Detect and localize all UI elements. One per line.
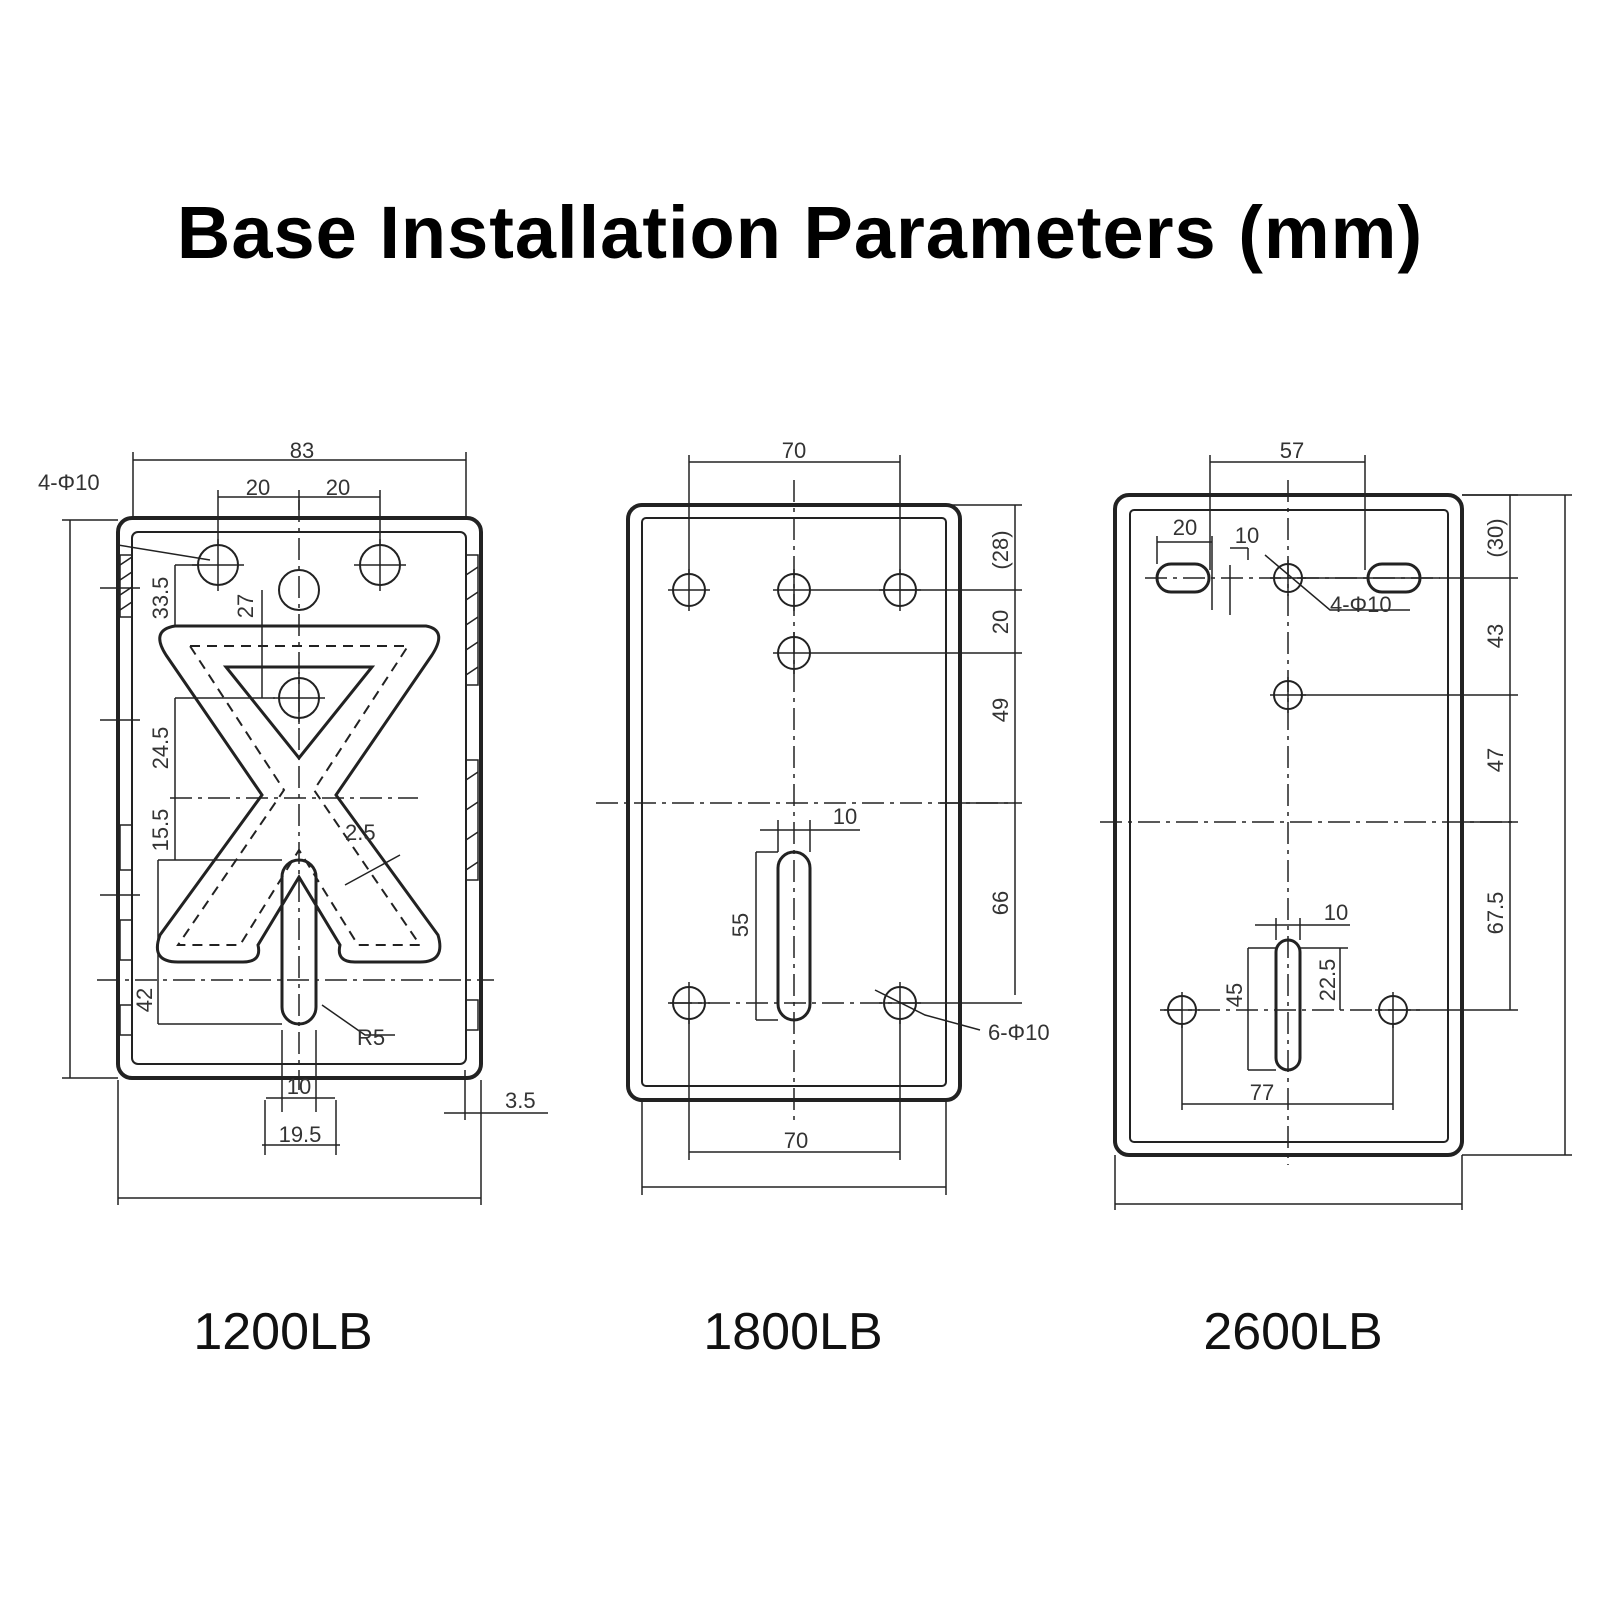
- dim-45: 45: [1222, 983, 1247, 1007]
- drawing-2600lb: 57 20 10 4-Φ10 (30) 43 47 67.5 10 45 22.…: [1100, 438, 1572, 1210]
- dim-20: 20: [988, 610, 1013, 634]
- dims-1800: [641, 455, 1022, 1195]
- dim-57: 57: [1280, 438, 1304, 463]
- drawing-1800lb: 70 (28) 20 49 66 10 55 6-Φ10 70: [596, 438, 1050, 1195]
- centerlines-1800: [596, 480, 1015, 1122]
- drawing-1200lb: 83 20 20 4-Φ10 33.5 27 24.5 15.5 42 2.5 …: [38, 438, 548, 1205]
- dim-3-5: 3.5: [505, 1088, 536, 1113]
- dim-42: 42: [132, 988, 157, 1012]
- dim-2-5: 2.5: [345, 820, 376, 845]
- dim-10: 10: [287, 1074, 311, 1099]
- dim-22-5: 22.5: [1315, 959, 1340, 1002]
- callout-4-phi10: 4-Φ10: [38, 470, 100, 495]
- dim-10-slot: 10: [1324, 900, 1348, 925]
- model-label-1800lb: 1800LB: [703, 1303, 883, 1361]
- callout-4-phi10: 4-Φ10: [1330, 592, 1392, 617]
- dim-67-5: 67.5: [1483, 892, 1508, 935]
- dim-r5: R5: [357, 1025, 385, 1050]
- dim-70-top: 70: [782, 438, 806, 463]
- model-label-1200lb: 1200LB: [193, 1303, 373, 1361]
- model-label-2600lb: 2600LB: [1203, 1303, 1383, 1361]
- dim-20-right: 20: [326, 475, 350, 500]
- dim-27: 27: [233, 594, 258, 618]
- dim-49: 49: [988, 698, 1013, 722]
- dim-43: 43: [1483, 624, 1508, 648]
- x-channel: [155, 624, 442, 964]
- hatch-bars: [119, 554, 479, 1036]
- dim-28: (28): [988, 530, 1013, 569]
- dim-77: 77: [1250, 1080, 1274, 1105]
- dim-66: 66: [988, 891, 1013, 915]
- dims-2600: [1114, 455, 1572, 1210]
- dim-15-5: 15.5: [148, 809, 173, 852]
- dim-30: (30): [1483, 518, 1508, 557]
- dim-20: 20: [1173, 515, 1197, 540]
- centerlines-1200: [97, 500, 494, 1090]
- dim-33-5: 33.5: [148, 577, 173, 620]
- plate-inner-outline: [1129, 509, 1449, 1143]
- dim-10: 10: [833, 804, 857, 829]
- dim-10-top: 10: [1235, 523, 1259, 548]
- dims-1200: [62, 452, 548, 1205]
- dim-47: 47: [1483, 748, 1508, 772]
- dim-70-bottom: 70: [784, 1128, 808, 1153]
- page-title: Base Installation Parameters (mm): [176, 191, 1424, 274]
- dim-83: 83: [290, 438, 314, 463]
- callout-6-phi10: 6-Φ10: [988, 1020, 1050, 1045]
- dim-55: 55: [728, 913, 753, 937]
- dim-19-5: 19.5: [279, 1122, 322, 1147]
- centerlines-2600: [1100, 480, 1515, 1165]
- dim-24-5: 24.5: [148, 727, 173, 770]
- dim-20-left: 20: [246, 475, 270, 500]
